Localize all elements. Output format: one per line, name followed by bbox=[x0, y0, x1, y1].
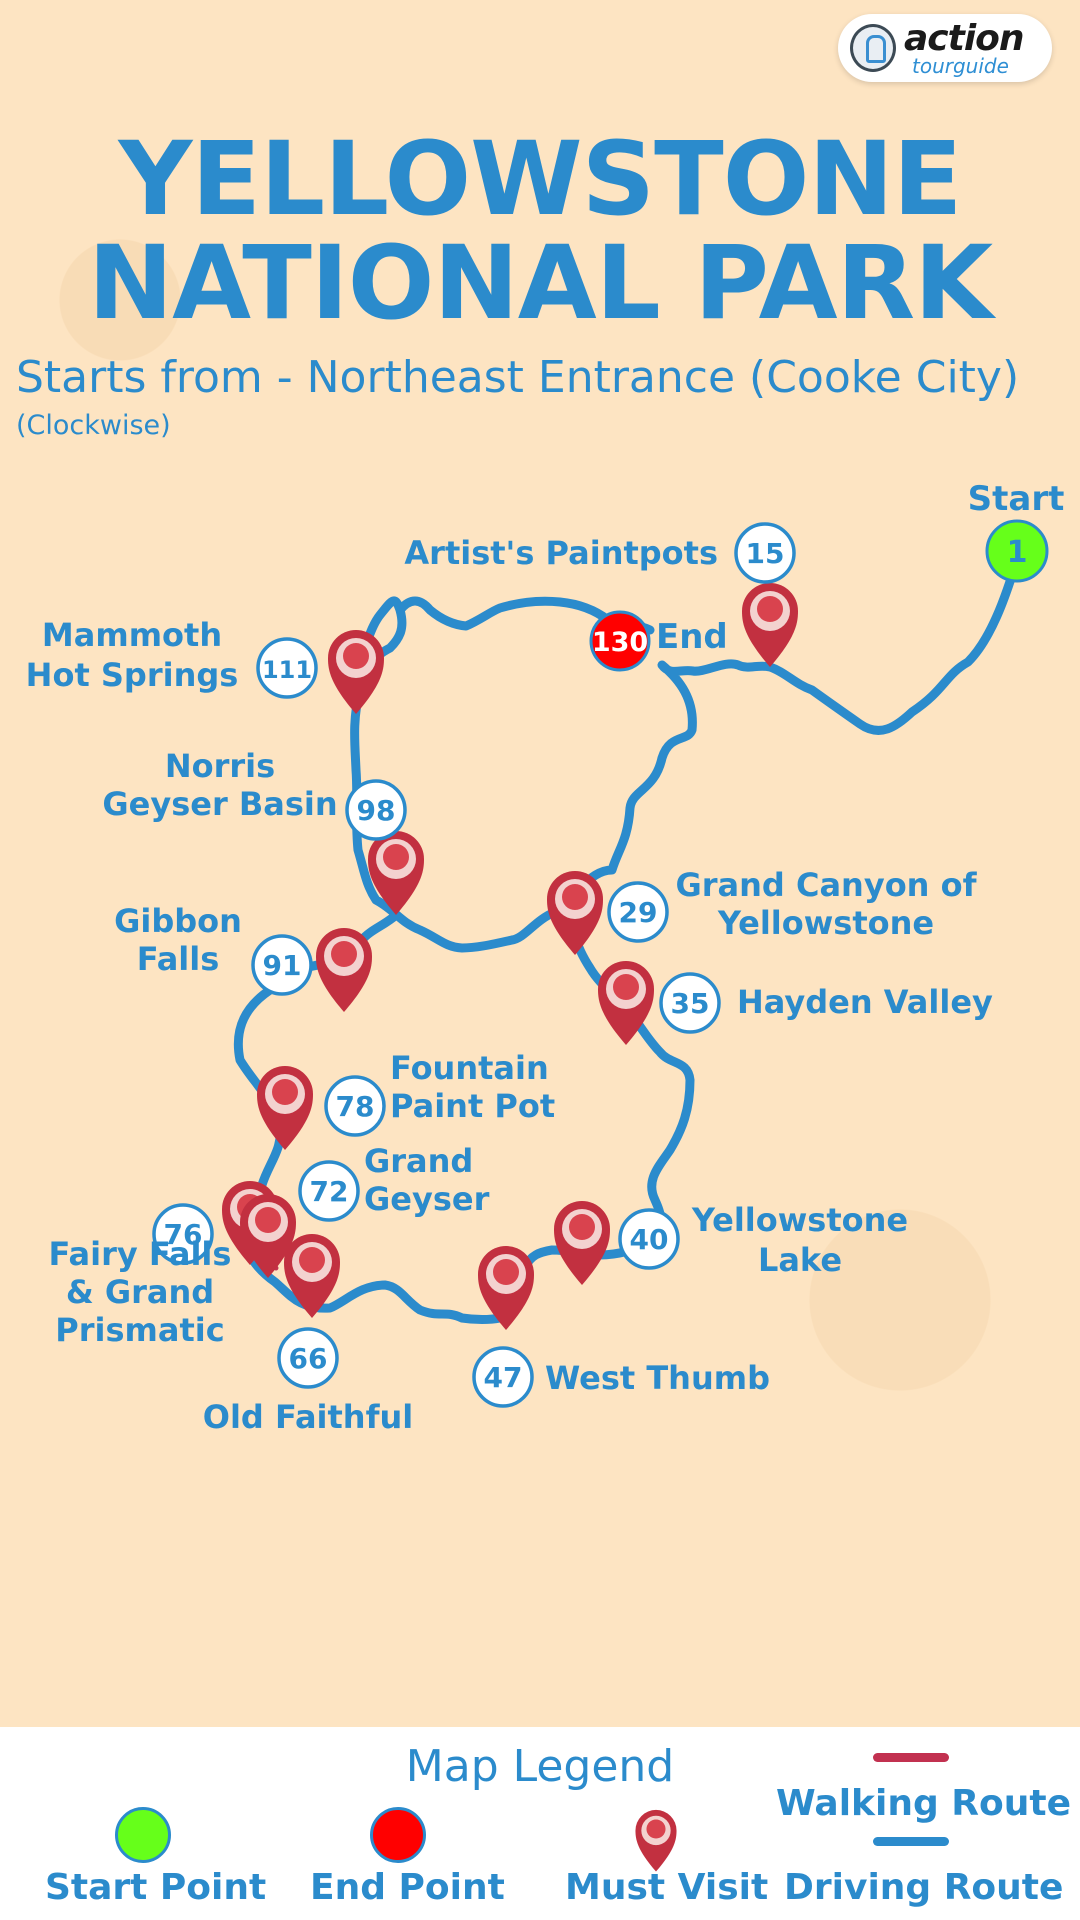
stop-badge[interactable] bbox=[152, 1203, 214, 1265]
tour-guide-icon bbox=[850, 24, 896, 72]
end-number: 130 bbox=[592, 627, 648, 658]
stop-name: Old Faithful bbox=[203, 1398, 414, 1436]
stop-number: 29 bbox=[619, 896, 658, 929]
legend-driving-line bbox=[873, 1837, 949, 1846]
legend-walking-label: Walking Route bbox=[776, 1783, 1071, 1824]
end-label: End bbox=[656, 617, 728, 657]
stop-badge[interactable] bbox=[345, 779, 407, 841]
brand-word-tourguide: tourguide bbox=[912, 54, 1009, 78]
stop-name-line: Artist's Paintpots bbox=[404, 534, 718, 572]
route-map: 1 Start 130 End 15 111 98 29 91 35 78 72 76 40 66 4… bbox=[26, 479, 1065, 1436]
stop-number: 66 bbox=[289, 1342, 328, 1375]
stop-name-line: Hayden Valley bbox=[737, 983, 993, 1021]
pin-artists-paintpots[interactable] bbox=[742, 583, 798, 667]
start-point-marker[interactable] bbox=[985, 519, 1049, 583]
pin-mammoth-hot-springs[interactable] bbox=[328, 630, 384, 714]
stop-name: West Thumb bbox=[545, 1359, 770, 1397]
legend-title: Map Legend bbox=[405, 1741, 675, 1792]
legend-driving-label: Driving Route bbox=[784, 1867, 1064, 1908]
legend-pin-icon bbox=[635, 1809, 677, 1872]
stop-badge[interactable] bbox=[298, 1160, 360, 1222]
stop-number: 98 bbox=[357, 794, 396, 827]
stop-number: 15 bbox=[746, 537, 785, 570]
stop-badge[interactable] bbox=[659, 972, 721, 1034]
brand-word-action: action bbox=[904, 18, 1025, 59]
driving-route-south-loop bbox=[233, 900, 695, 1324]
legend-end-label: End Point bbox=[310, 1867, 505, 1908]
route-start-subtitle: Starts from - Northeast Entrance (Cooke … bbox=[16, 352, 1020, 403]
stop-name-line: West Thumb bbox=[545, 1359, 770, 1397]
stop-name-line: Geyser bbox=[364, 1180, 490, 1218]
stop-name-line: Paint Pot bbox=[390, 1087, 555, 1125]
direction-note: (Clockwise) bbox=[16, 410, 171, 441]
stop-name-line: & Grand bbox=[66, 1273, 214, 1311]
stop-name-line: Old Faithful bbox=[203, 1398, 414, 1436]
map-area bbox=[0, 0, 1080, 1727]
brand-logo[interactable]: action tourguide bbox=[838, 14, 1052, 82]
stop-name: Hayden Valley bbox=[737, 983, 993, 1021]
legend-must-visit-label: Must Visit bbox=[565, 1867, 769, 1908]
stop-number: 76 bbox=[164, 1218, 203, 1251]
stop-number: 72 bbox=[310, 1175, 349, 1208]
legend-start-label: Start Point bbox=[45, 1867, 267, 1908]
stop-number: 47 bbox=[484, 1361, 523, 1394]
stop-badge[interactable] bbox=[324, 1075, 386, 1137]
stop-name-line: Norris bbox=[165, 747, 275, 785]
stop-name-line: Yellowstone bbox=[717, 904, 934, 942]
pin-gibbon-falls[interactable] bbox=[316, 928, 372, 1012]
pin-yellowstone-lake[interactable] bbox=[554, 1201, 610, 1285]
stop-name-line: Mammoth bbox=[42, 616, 222, 654]
stop-number: 91 bbox=[263, 949, 302, 982]
stop-name-line: Grand Canyon of bbox=[676, 866, 978, 904]
legend-end-dot bbox=[370, 1807, 426, 1863]
stop-badge[interactable] bbox=[256, 637, 318, 699]
map-legend: Map Legend Start Point End Point Must Vi… bbox=[0, 1727, 1080, 1920]
page-title-line1: YELLOWSTONE bbox=[118, 120, 963, 239]
stop-number-badges: 15 111 98 29 91 35 78 72 76 40 66 47 bbox=[152, 522, 796, 1408]
stop-name-line: Hot Springs bbox=[26, 656, 239, 694]
stop-number: 111 bbox=[262, 656, 312, 684]
start-number: 1 bbox=[1007, 535, 1028, 570]
pin-fountain-paint-pot[interactable] bbox=[257, 1066, 313, 1150]
stop-badge[interactable] bbox=[607, 881, 669, 943]
end-point-marker[interactable] bbox=[589, 610, 651, 672]
stop-name-line: Fairy Falls bbox=[49, 1235, 232, 1273]
stop-name: Artist's Paintpots bbox=[404, 534, 718, 572]
stop-name-line: Lake bbox=[758, 1241, 842, 1279]
stop-badge[interactable] bbox=[277, 1327, 339, 1389]
stop-badge[interactable] bbox=[618, 1208, 680, 1270]
stop-badge[interactable] bbox=[734, 522, 796, 584]
stop-number: 78 bbox=[336, 1090, 375, 1123]
stop-name-line: Falls bbox=[137, 940, 220, 978]
start-label: Start bbox=[968, 479, 1065, 519]
stop-number: 40 bbox=[630, 1223, 669, 1256]
stop-name-line: Gibbon bbox=[114, 902, 242, 940]
stop-badge[interactable] bbox=[472, 1346, 534, 1408]
stop-name-line: Prismatic bbox=[55, 1311, 224, 1349]
legend-start-dot bbox=[115, 1807, 171, 1863]
page-title-line2: NATIONAL PARK bbox=[87, 224, 993, 343]
stop-badge[interactable] bbox=[251, 934, 313, 996]
stop-name-line: Geyser Basin bbox=[102, 785, 337, 823]
stop-number: 35 bbox=[671, 987, 710, 1020]
legend-walking-line bbox=[873, 1753, 949, 1762]
pin-grand-canyon[interactable] bbox=[547, 871, 603, 955]
stop-name-line: Fountain bbox=[390, 1049, 549, 1087]
stop-name-line: Grand bbox=[364, 1142, 473, 1180]
stop-name-line: Yellowstone bbox=[691, 1201, 908, 1239]
